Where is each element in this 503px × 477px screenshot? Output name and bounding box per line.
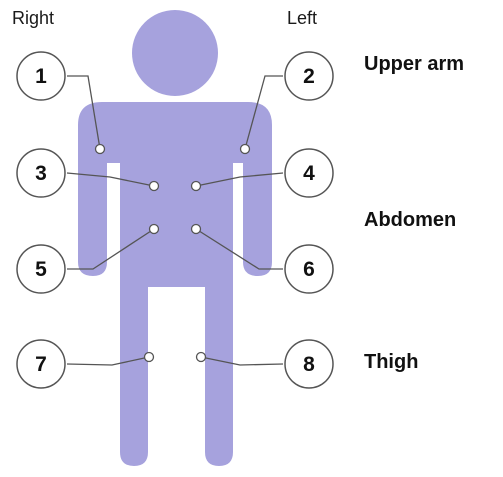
site-dot-5 (150, 225, 159, 234)
site-marker-8: 8 (285, 340, 333, 388)
site-marker-6: 6 (285, 245, 333, 293)
upper-arm-label: Upper arm (364, 53, 464, 76)
right-side-label: Right (12, 8, 54, 29)
site-number-2: 2 (303, 65, 315, 88)
thigh-label: Thigh (364, 351, 418, 374)
site-number-8: 8 (303, 353, 315, 376)
site-dot-3 (150, 182, 159, 191)
site-marker-3: 3 (17, 149, 65, 197)
site-marker-1: 1 (17, 52, 65, 100)
site-number-6: 6 (303, 258, 315, 281)
site-number-3: 3 (35, 162, 47, 185)
site-number-5: 5 (35, 258, 47, 281)
site-number-1: 1 (35, 65, 47, 88)
site-dot-6 (192, 225, 201, 234)
site-marker-7: 7 (17, 340, 65, 388)
leg-gap (170, 287, 181, 468)
abdomen-label: Abdomen (364, 209, 456, 232)
site-dot-2 (241, 145, 250, 154)
site-number-4: 4 (303, 162, 315, 185)
site-number-7: 7 (35, 353, 47, 376)
site-dot-4 (192, 182, 201, 191)
left-side-label: Left (287, 8, 317, 29)
body-silhouette (78, 10, 272, 468)
site-marker-5: 5 (17, 245, 65, 293)
site-dot-7 (145, 353, 154, 362)
head-shape (132, 10, 218, 96)
site-marker-2: 2 (285, 52, 333, 100)
site-dot-8 (197, 353, 206, 362)
site-dot-1 (96, 145, 105, 154)
site-marker-4: 4 (285, 149, 333, 197)
